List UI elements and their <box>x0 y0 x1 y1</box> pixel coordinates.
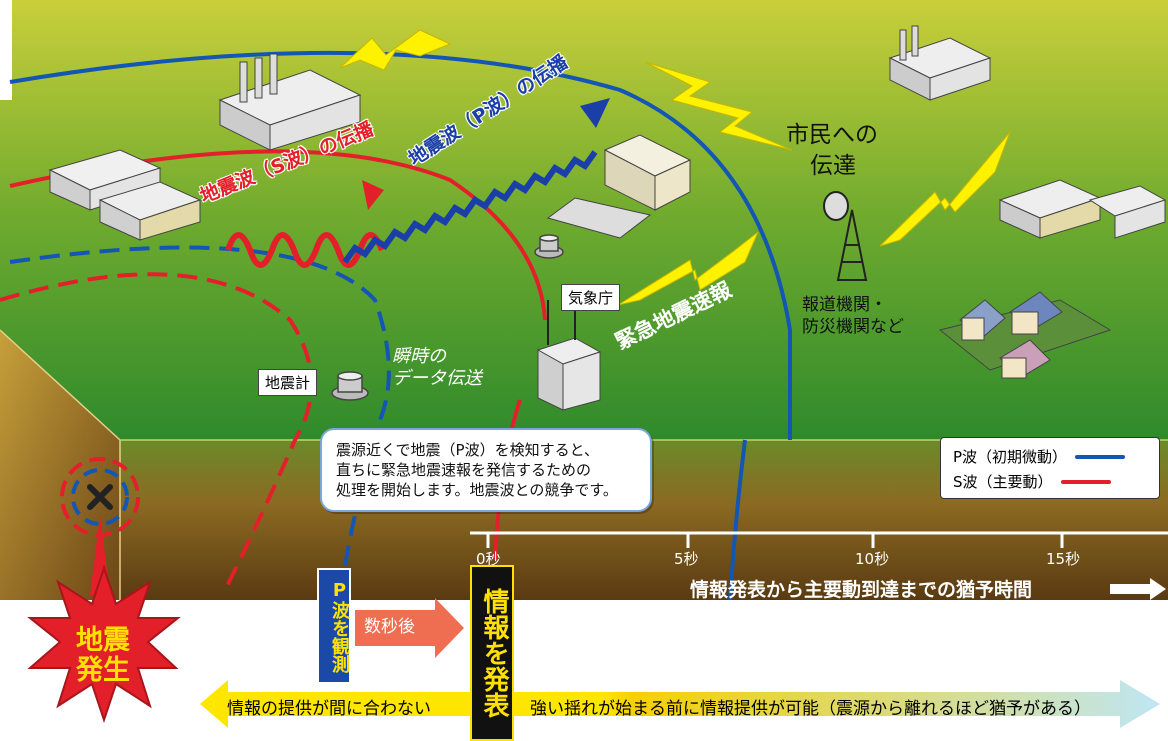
legend-p-wave-swatch <box>1075 454 1126 459</box>
publish-info-label: 情報を発表 <box>470 565 514 741</box>
legend: P波（初期微動） S波（主要動） <box>940 437 1160 499</box>
seconds-later-label: 数秒後 <box>364 617 415 637</box>
underground-side <box>0 330 120 600</box>
building-icon <box>48 149 202 241</box>
time-tick-10: 10秒 <box>855 550 890 568</box>
explanation-line-3: 処理を開始します。地震波との競争です。 <box>336 481 618 499</box>
building-icon <box>546 134 692 239</box>
time-tick-15: 15秒 <box>1046 550 1081 568</box>
seismometer-label: 地震計 <box>258 369 318 396</box>
citizens-label-2: 伝達 <box>810 153 856 179</box>
p-wave-surface-arc <box>9 50 792 440</box>
can-provide-label: 強い揺れが始まる前に情報提供が可能（震源から離れるほど猶予がある） <box>530 699 1091 719</box>
explanation-bubble: 震源近くで地震（P波）を検知すると、 直ちに緊急地震速報を発信するための 処理を… <box>320 428 652 512</box>
jma-label: 気象庁 <box>561 284 621 311</box>
seismometer-icon <box>331 371 369 401</box>
p-wave-observed-label: P波を観測 <box>317 568 351 684</box>
media-label-2: 防災機関など <box>802 317 904 337</box>
citizens-label-1: 市民への <box>786 122 878 148</box>
lightning-icon <box>339 29 1011 306</box>
factory-icon <box>888 25 992 101</box>
building-icon <box>536 300 602 411</box>
seismometer-icon <box>534 234 564 259</box>
instant-label-2: データ伝送 <box>392 368 482 389</box>
quake-burst-icon <box>27 564 181 724</box>
s-wave-squiggle <box>225 232 385 268</box>
time-tick-0: 0秒 <box>476 550 501 568</box>
instant-label-1: 瞬時の <box>392 346 446 367</box>
factory-icon <box>218 53 362 151</box>
building-icon <box>998 179 1167 239</box>
bottom-double-arrow <box>200 680 1160 728</box>
s-wave-front-dashed <box>0 272 314 591</box>
p-wave-zigzag <box>342 150 598 264</box>
quake-occurs-label: 地震発生 <box>76 625 130 686</box>
time-axis-caption: 情報発表から主要動到達までの猶予時間 <box>690 579 1033 601</box>
legend-s-wave: S波（主要動） <box>953 473 1053 491</box>
legend-p-wave: P波（初期微動） <box>953 448 1068 466</box>
s-wave-surface-arc <box>9 149 547 321</box>
arrow-right-icon <box>1110 578 1166 600</box>
explanation-line-1: 震源近くで地震（P波）を検知すると、 <box>336 441 599 459</box>
antenna-tower-icon <box>823 191 868 281</box>
houses-icon <box>938 291 1112 379</box>
media-label-1: 報道機関・ <box>802 295 887 315</box>
legend-s-wave-swatch <box>1060 479 1111 484</box>
epicenter-x-icon <box>87 484 113 510</box>
time-tick-5: 5秒 <box>674 550 699 568</box>
too-late-label: 情報の提供が間に合わない <box>227 699 431 719</box>
explanation-line-2: 直ちに緊急地震速報を発信するための <box>336 461 592 479</box>
